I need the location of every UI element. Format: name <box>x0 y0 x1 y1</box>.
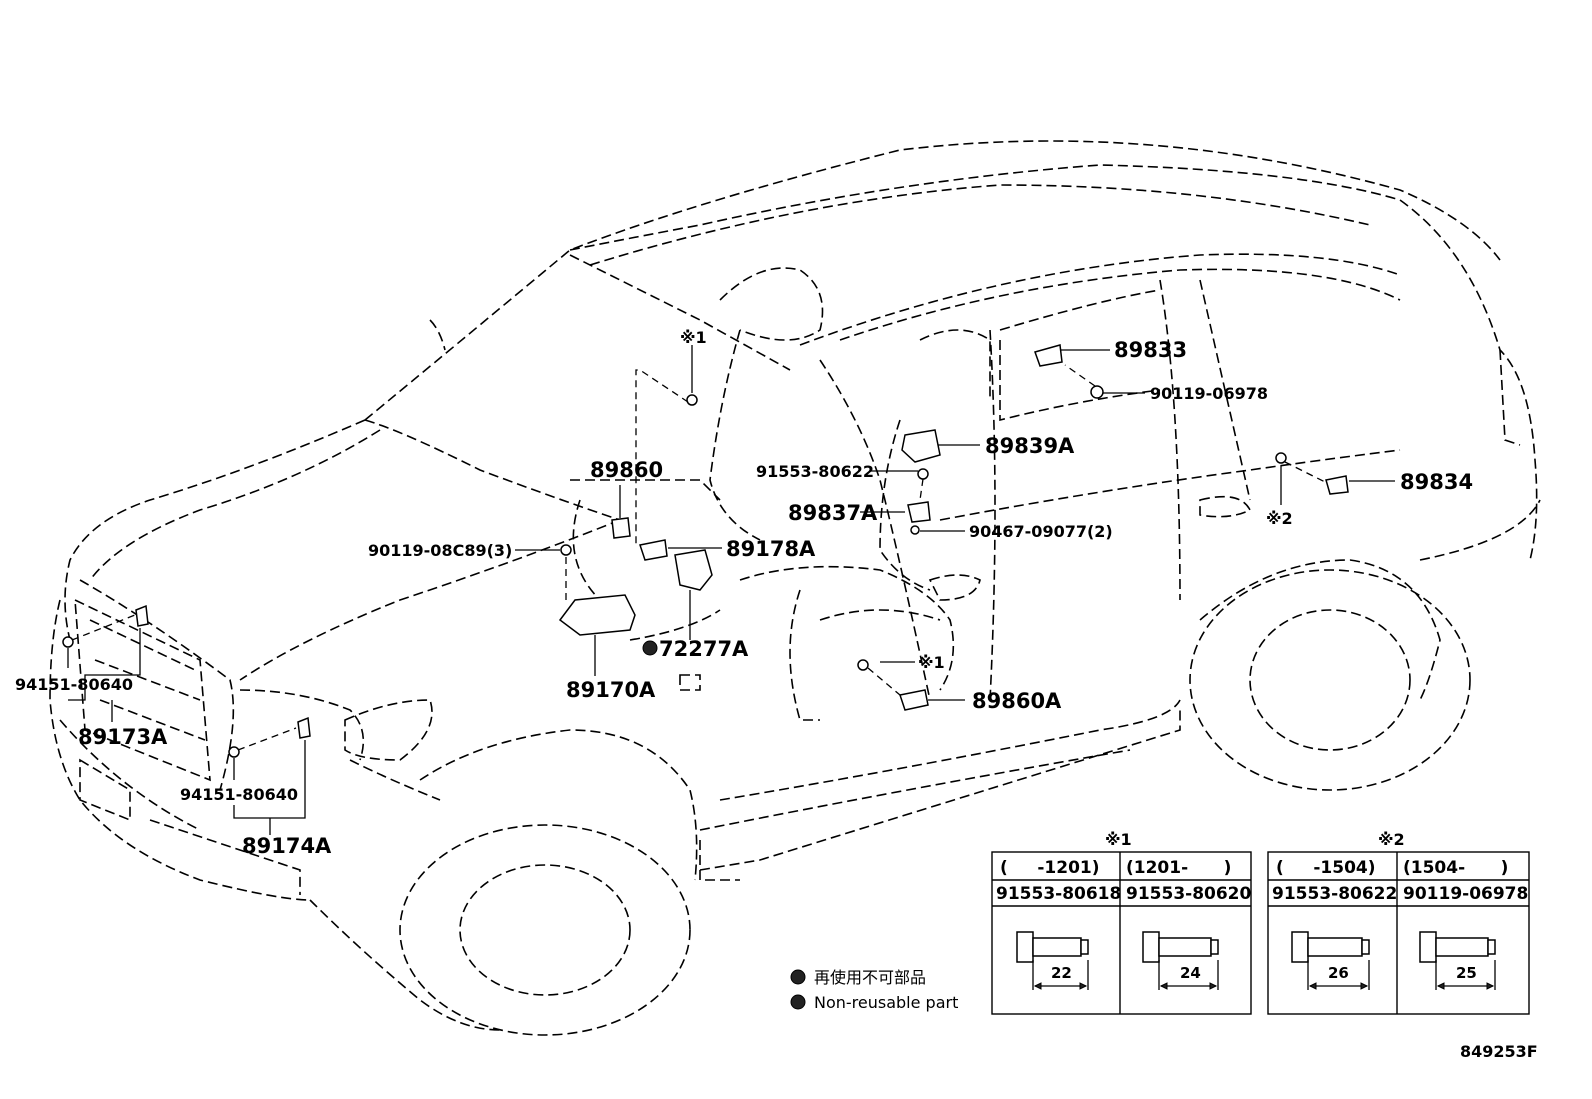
ref-mark-2: ※2 <box>1266 509 1293 528</box>
bolt-table-ref1: ※1 ( -1201) (1201- ) 91553-80618 91553-8… <box>991 830 1252 1015</box>
legend: 再使用不可部品 Non-reusable part <box>790 968 958 1012</box>
table-ref1-title: ※1 <box>1105 830 1132 849</box>
bolt-drawing-90119-06978: 25 <box>1419 931 1496 990</box>
vehicle-outline <box>49 140 1541 1036</box>
module-89170A-icon <box>558 594 636 636</box>
sensor-89173A-icon <box>135 604 149 627</box>
sensor-89839A-icon <box>901 429 941 463</box>
parts <box>62 344 1349 758</box>
table-ref2-col2-part: 90119-06978 <box>1403 884 1528 904</box>
table-ref2-col2-range: (1504- ) <box>1403 858 1508 878</box>
part-labels: 89833 90119-06978 89839A 91553-80622 898… <box>15 328 1473 858</box>
leader-lines <box>67 345 1395 835</box>
table-ref2-col1-range: ( -1504) <box>1276 858 1376 878</box>
table-ref1-col2-part: 91553-80620 <box>1126 884 1252 904</box>
label-89833: 89833 <box>1114 338 1187 362</box>
bolt-90119-06978-icon <box>1090 385 1104 399</box>
label-90467-09077: 90467-09077(2) <box>969 522 1113 541</box>
non-reusable-mark-72277A <box>642 640 658 656</box>
figure-id: 849253F <box>1460 1042 1538 1061</box>
bracket-72277A-icon <box>674 549 713 591</box>
bolt-89860A-icon <box>857 659 869 671</box>
table-ref1-col1-part: 91553-80618 <box>996 884 1121 904</box>
legend-text-en: Non-reusable part <box>814 993 958 1012</box>
bolt-drawing-91553-80618: 22 <box>1016 931 1089 990</box>
dim-26: 26 <box>1328 964 1349 982</box>
legend-bullet-en <box>790 994 806 1010</box>
label-89178A: 89178A <box>726 537 816 561</box>
label-90119-08C89: 90119-08C89(3) <box>368 541 512 560</box>
bolt-table-ref2: ※2 ( -1504) (1504- ) 91553-80622 90119-0… <box>1267 830 1530 1015</box>
bolt-89834-icon <box>1275 452 1287 464</box>
label-89860A: 89860A <box>972 689 1062 713</box>
ref-mark-1-seat: ※1 <box>918 653 945 672</box>
legend-bullet-jp <box>790 969 806 985</box>
label-94151-80640-a: 94151-80640 <box>15 675 133 694</box>
nut-94151-80640-a-icon <box>62 636 74 648</box>
label-90119-06978: 90119-06978 <box>1150 384 1268 403</box>
bolt-drawing-91553-80622: 26 <box>1291 931 1370 990</box>
label-89173A: 89173A <box>78 725 168 749</box>
sensor-89833-icon <box>1034 344 1063 367</box>
bolt-91553-80622-icon <box>917 468 929 480</box>
bracket-89837A-icon <box>907 501 931 523</box>
table-ref1-col2-range: (1201- ) <box>1126 858 1231 878</box>
clip-90467-09077-icon <box>910 525 920 535</box>
bolt-drawing-91553-80620: 24 <box>1142 931 1219 990</box>
label-72277A: 72277A <box>659 637 749 661</box>
sensor-89174A-icon <box>297 716 311 739</box>
table-ref2-title: ※2 <box>1378 830 1405 849</box>
connector-89178A-icon <box>639 539 668 561</box>
label-89837A: 89837A <box>788 501 878 525</box>
label-89839A: 89839A <box>985 434 1075 458</box>
table-ref2-col1-part: 91553-80622 <box>1272 884 1397 904</box>
dim-24: 24 <box>1180 964 1201 982</box>
sensor-89834-icon <box>1325 475 1349 495</box>
bolt-ref1-icon <box>686 394 698 406</box>
dim-25: 25 <box>1456 964 1477 982</box>
label-94151-80640-b: 94151-80640 <box>180 785 298 804</box>
sensor-89860-icon <box>611 517 631 539</box>
bolt-90119-08C89-icon <box>560 544 572 556</box>
table-ref1-col1-range: ( -1201) <box>1000 858 1100 878</box>
sensor-89860A-icon <box>899 689 929 711</box>
nut-94151-80640-b-icon <box>228 746 240 758</box>
label-89170A: 89170A <box>566 678 656 702</box>
label-89834: 89834 <box>1400 470 1473 494</box>
ref-mark-1-top: ※1 <box>680 328 707 347</box>
dim-22: 22 <box>1051 964 1072 982</box>
legend-text-jp: 再使用不可部品 <box>814 968 926 987</box>
label-89860: 89860 <box>590 458 663 482</box>
label-91553-80622: 91553-80622 <box>756 462 874 481</box>
label-89174A: 89174A <box>242 834 332 858</box>
